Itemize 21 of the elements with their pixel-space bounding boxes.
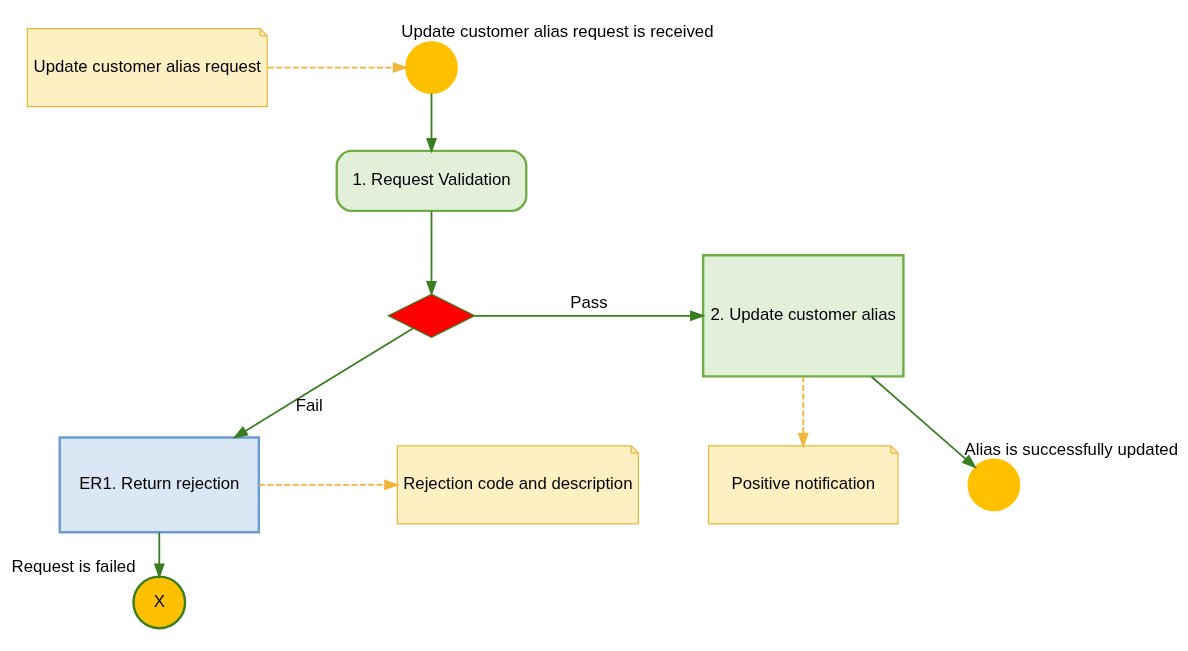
node-label: Alias is successfully updated	[964, 439, 1178, 459]
node-diamond	[387, 293, 477, 338]
arrow	[797, 375, 809, 448]
arrow	[232, 327, 414, 439]
node-label: Update customer alias request is received	[401, 21, 714, 41]
arrow	[153, 531, 165, 579]
edge-label: Pass	[570, 292, 608, 312]
edge-label: Fail	[295, 395, 323, 415]
node-box: 1. Request Validation	[335, 149, 528, 212]
node-circle	[405, 40, 458, 94]
arrow	[266, 61, 409, 73]
arrow	[426, 209, 437, 297]
arrow	[870, 375, 977, 469]
node-circle: X	[132, 574, 187, 629]
node-box: ER1. Return rejection	[58, 435, 260, 533]
node-label: Request is failed	[11, 556, 136, 576]
arrow	[258, 478, 400, 490]
node-box: 2. Update customer alias	[701, 253, 905, 378]
arrow	[474, 309, 706, 321]
arrow	[426, 92, 437, 154]
node-circle	[967, 458, 1021, 511]
